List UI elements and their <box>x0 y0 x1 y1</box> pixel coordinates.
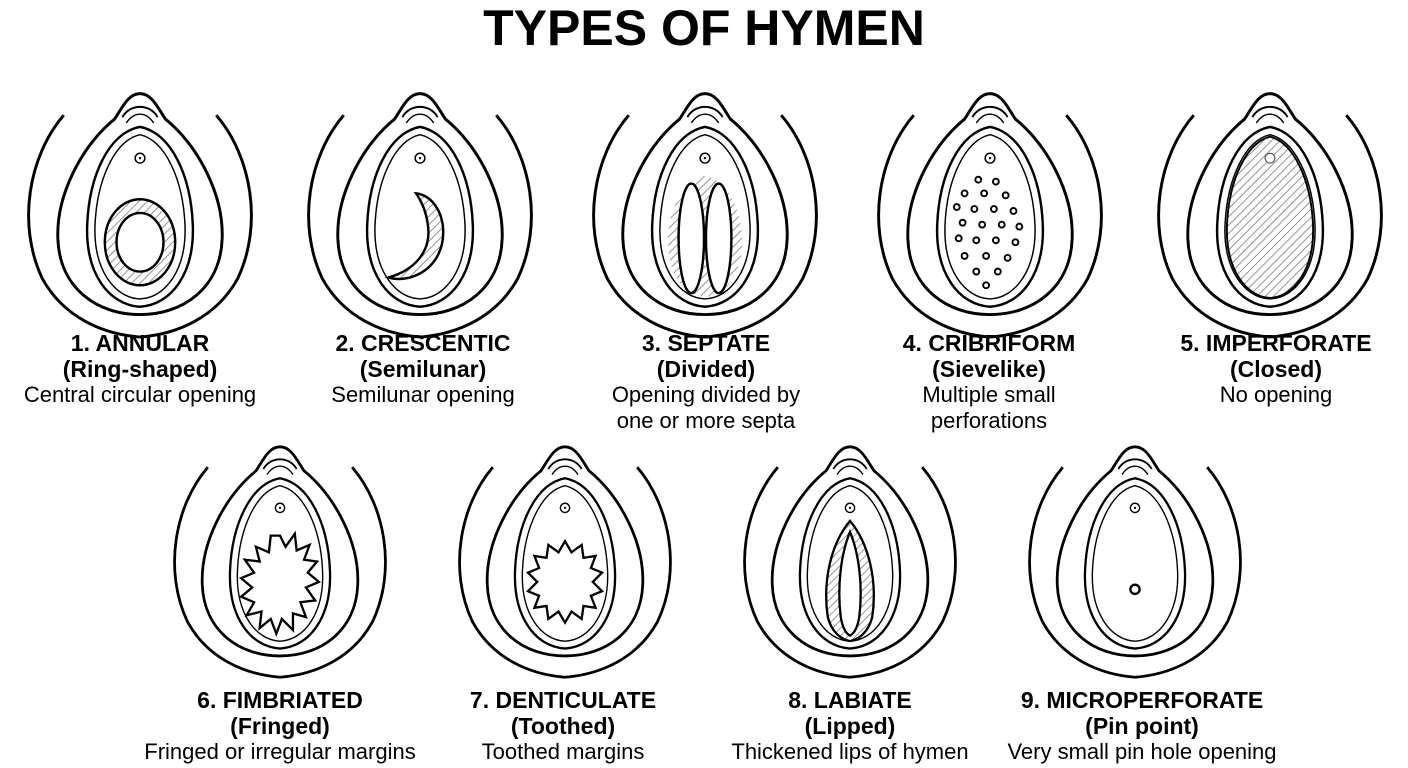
cribriform-icon <box>860 78 1120 340</box>
type-labiate <box>700 432 1000 680</box>
caption-denticulate: 7. DENTICULATE (Toothed) Toothed margins <box>413 687 713 765</box>
type-denticulate <box>415 432 715 680</box>
type-name: 5. IMPERFORATE <box>1126 330 1408 356</box>
type-name: 4. CRIBRIFORM <box>839 330 1139 356</box>
caption-fimbriated: 6. FIMBRIATED (Fringed) Fringed or irreg… <box>130 687 430 765</box>
denticulate-icon <box>435 432 695 680</box>
fimbriated-icon <box>150 432 410 680</box>
type-crescentic <box>270 78 570 340</box>
caption-labiate: 8. LABIATE (Lipped) Thickened lips of hy… <box>700 687 1000 765</box>
type-description: Toothed margins <box>413 739 713 765</box>
type-description: Multiple small perforations <box>839 382 1139 434</box>
type-imperforate <box>1120 78 1408 340</box>
type-name: 7. DENTICULATE <box>413 687 713 713</box>
type-name: 1. ANNULAR <box>0 330 290 356</box>
caption-cribriform: 4. CRIBRIFORM (Sievelike) Multiple small… <box>839 330 1139 434</box>
type-description: Central circular opening <box>0 382 290 408</box>
type-annular <box>0 78 290 340</box>
caption-microperforate: 9. MICROPERFORATE (Pin point) Very small… <box>992 687 1292 765</box>
type-alt-name: (Toothed) <box>413 713 713 739</box>
caption-imperforate: 5. IMPERFORATE (Closed) No opening <box>1126 330 1408 408</box>
type-alt-name: (Pin point) <box>992 713 1292 739</box>
type-name: 6. FIMBRIATED <box>130 687 430 713</box>
labiate-icon <box>720 432 980 680</box>
type-name: 9. MICROPERFORATE <box>992 687 1292 713</box>
type-alt-name: (Ring-shaped) <box>0 356 290 382</box>
type-microperforate <box>985 432 1285 680</box>
type-alt-name: (Sievelike) <box>839 356 1139 382</box>
page-title: TYPES OF HYMEN <box>0 0 1408 58</box>
caption-crescentic: 2. CRESCENTIC (Semilunar) Semilunar open… <box>273 330 573 408</box>
type-name: 8. LABIATE <box>700 687 1000 713</box>
type-name: 3. SEPTATE <box>556 330 856 356</box>
type-fimbriated <box>130 432 430 680</box>
type-alt-name: (Fringed) <box>130 713 430 739</box>
type-name: 2. CRESCENTIC <box>273 330 573 356</box>
caption-annular: 1. ANNULAR (Ring-shaped) Central circula… <box>0 330 290 408</box>
type-septate <box>555 78 855 340</box>
type-cribriform <box>840 78 1140 340</box>
caption-septate: 3. SEPTATE (Divided) Opening divided by … <box>556 330 856 434</box>
type-description: Fringed or irregular margins <box>130 739 430 765</box>
type-alt-name: (Divided) <box>556 356 856 382</box>
septate-icon <box>575 78 835 340</box>
imperforate-icon <box>1140 78 1400 340</box>
type-description: Thickened lips of hymen <box>700 739 1000 765</box>
annular-icon <box>10 78 270 340</box>
type-description: No opening <box>1126 382 1408 408</box>
type-description: Opening divided by one or more septa <box>556 382 856 434</box>
type-alt-name: (Lipped) <box>700 713 1000 739</box>
type-description: Very small pin hole opening <box>992 739 1292 765</box>
crescentic-icon <box>290 78 550 340</box>
microperforate-icon <box>1005 432 1265 680</box>
type-alt-name: (Semilunar) <box>273 356 573 382</box>
type-alt-name: (Closed) <box>1126 356 1408 382</box>
type-description: Semilunar opening <box>273 382 573 408</box>
